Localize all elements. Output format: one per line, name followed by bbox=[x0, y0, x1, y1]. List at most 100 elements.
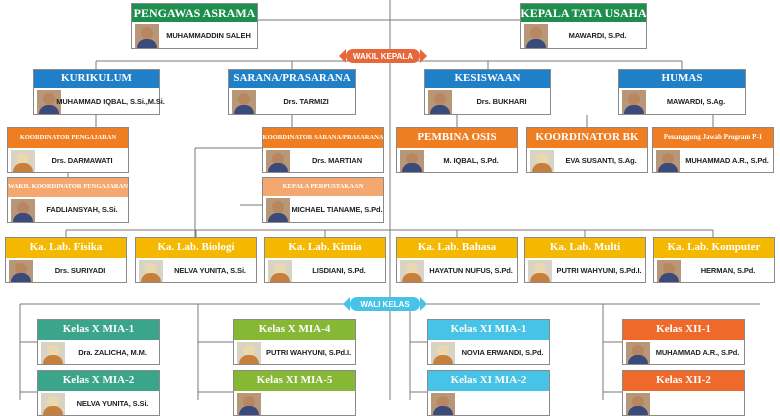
kelas-x-mia-4-name: PUTRI WAHYUNI, S.Pd.I. bbox=[266, 347, 351, 357]
kelas-xi-mia-2-photo bbox=[431, 393, 455, 415]
lab-multi-photo bbox=[528, 260, 552, 282]
sarana-prasarana-name: Drs. TARMIZI bbox=[283, 96, 329, 106]
lab-fisika-title: Ka. Lab. Fisika bbox=[6, 238, 126, 258]
humas-photo bbox=[622, 90, 646, 114]
wakil-kepala-divider: WAKIL KEPALA bbox=[339, 49, 427, 63]
kurikulum-box: KURIKULUM MUHAMMAD IQBAL, S.Si.,M.Si. bbox=[33, 69, 165, 115]
pengawas-asrama-title: PENGAWAS ASRAMA bbox=[132, 4, 257, 22]
lab-komputer-name: HERMAN, S.Pd. bbox=[700, 265, 756, 275]
kelas-xi-mia-5-name bbox=[264, 391, 353, 415]
penanggung-jawab-name: MUHAMMAD A.R., S.Pd. bbox=[685, 155, 769, 165]
lab-komputer-title: Ka. Lab. Komputer bbox=[654, 238, 774, 258]
sarana-prasarana-box: SARANA/PRASARANA Drs. TARMIZI bbox=[228, 69, 356, 115]
kepala-tata-usaha-box: KEPALA TATA USAHA MAWARDI, S.Pd. bbox=[520, 3, 647, 49]
lab-biologi-photo bbox=[139, 260, 163, 282]
kelas-x-mia-4-title: Kelas X MIA-4 bbox=[234, 320, 355, 340]
kurikulum-title: KURIKULUM bbox=[34, 70, 159, 88]
wakil-koordinator-pengajaran-name: FADLIANSYAH, S.Si. bbox=[46, 205, 118, 214]
kelas-xii-1-title: Kelas XII-1 bbox=[623, 320, 744, 340]
kelas-x-mia-2-name: NELVA YUNITA, S.Si. bbox=[76, 398, 149, 408]
lab-fisika-name: Drs. SURIYADI bbox=[54, 265, 106, 275]
pembina-osis-title: PEMBINA OSIS bbox=[397, 128, 517, 148]
lab-multi-name: PUTRI WAHYUNI, S.Pd.I. bbox=[556, 265, 642, 275]
kelas-xi-mia-5-photo bbox=[237, 393, 261, 415]
humas-name: MAWARDI, S.Ag. bbox=[666, 96, 726, 106]
humas-box: HUMAS MAWARDI, S.Ag. bbox=[618, 69, 746, 115]
pembina-osis-photo bbox=[400, 150, 424, 172]
wakil-koordinator-pengajaran-title: WAKIL KOORDINATOR PENGAJARAN bbox=[8, 178, 128, 197]
kepala-perpustakaan-title: KEPALA PERPUSTAKAAN bbox=[263, 178, 383, 196]
kelas-xii-2-photo bbox=[626, 393, 650, 415]
kesiswaan-title: KESISWAAN bbox=[425, 70, 550, 88]
kelas-xii-2-title: Kelas XII-2 bbox=[623, 371, 744, 391]
kelas-xii-1-name: MUHAMMAD A.R., S.Pd. bbox=[655, 347, 740, 357]
kelas-xi-mia-1-photo bbox=[431, 342, 455, 364]
wakil-koordinator-pengajaran-photo bbox=[11, 199, 35, 222]
lab-biologi-title: Ka. Lab. Biologi bbox=[136, 238, 256, 258]
koordinator-pengajaran-name: Drs. DARMAWATI bbox=[51, 155, 113, 165]
penanggung-jawab-photo bbox=[656, 150, 680, 172]
koordinator-bk-name: EVA SUSANTI, S.Ag. bbox=[565, 155, 637, 165]
lab-fisika-photo bbox=[9, 260, 33, 282]
lab-komputer-photo bbox=[657, 260, 681, 282]
kurikulum-photo bbox=[37, 90, 61, 114]
kelas-xii-2-name bbox=[653, 391, 742, 415]
lab-kimia-photo bbox=[268, 260, 292, 282]
humas-title: HUMAS bbox=[619, 70, 745, 88]
koordinator-sarana-title: KOORDINATOR SARANA/PRASARANA bbox=[263, 128, 383, 148]
lab-kimia-title: Ka. Lab. Kimia bbox=[265, 238, 385, 258]
lab-bahasa-name: HAYATUN NUFUS, S.Pd. bbox=[429, 265, 513, 275]
lab-biologi-name: NELVA YUNITA, S.Si. bbox=[174, 265, 246, 275]
kelas-x-mia-4-photo bbox=[237, 342, 261, 364]
kelas-x-mia-1-name: Dra. ZALICHA, M.M. bbox=[78, 347, 147, 357]
wali-kelas-divider: WALI KELAS bbox=[343, 297, 427, 311]
koordinator-sarana-box: KOORDINATOR SARANA/PRASARANA Drs. MARTIAN bbox=[262, 127, 384, 173]
lab-multi-title: Ka. Lab. Multi bbox=[525, 238, 645, 258]
kelas-xi-mia-2-box: Kelas XI MIA-2 bbox=[427, 370, 550, 416]
kepala-perpustakaan-box: KEPALA PERPUSTAKAAN MICHAEL TIANAME, S.Pd… bbox=[262, 177, 384, 223]
koordinator-bk-title: KOORDINATOR BK bbox=[527, 128, 647, 148]
kepala-perpustakaan-name: MICHAEL TIANAME, S.Pd. bbox=[291, 204, 383, 214]
wakil-koordinator-pengajaran-box: WAKIL KOORDINATOR PENGAJARAN FADLIANSYAH,… bbox=[7, 177, 129, 223]
sarana-prasarana-title: SARANA/PRASARANA bbox=[229, 70, 355, 88]
kelas-xii-1-photo bbox=[626, 342, 650, 364]
lab-bahasa-title: Ka. Lab. Bahasa bbox=[397, 238, 517, 258]
pembina-osis-box: PEMBINA OSIS M. IQBAL, S.Pd. bbox=[396, 127, 518, 173]
kelas-xii-2-box: Kelas XII-2 bbox=[622, 370, 745, 416]
kelas-xi-mia-1-title: Kelas XI MIA-1 bbox=[428, 320, 549, 340]
lab-bahasa-photo bbox=[400, 260, 424, 282]
lab-kimia-name: LISDIANI, S.Pd. bbox=[312, 265, 366, 275]
kepala-perpustakaan-photo bbox=[266, 198, 290, 222]
koordinator-sarana-name: Drs. MARTIAN bbox=[311, 155, 363, 165]
kelas-xi-mia-5-box: Kelas XI MIA-5 bbox=[233, 370, 356, 416]
koordinator-bk-photo bbox=[530, 150, 554, 172]
kepala-tata-usaha-photo bbox=[524, 24, 548, 48]
kelas-xi-mia-5-title: Kelas XI MIA-5 bbox=[234, 371, 355, 391]
kelas-xi-mia-2-title: Kelas XI MIA-2 bbox=[428, 371, 549, 391]
kesiswaan-name: Drs. BUKHARI bbox=[476, 96, 527, 106]
kesiswaan-box: KESISWAAN Drs. BUKHARI bbox=[424, 69, 551, 115]
penanggung-jawab-title: Penanggung Jawab Program P-1 bbox=[653, 128, 773, 148]
pembina-osis-name: M. IQBAL, S.Pd. bbox=[443, 155, 499, 165]
sarana-prasarana-photo bbox=[232, 90, 256, 114]
kesiswaan-photo bbox=[428, 90, 452, 114]
kelas-x-mia-2-title: Kelas X MIA-2 bbox=[38, 371, 159, 391]
kepala-tata-usaha-name: MAWARDI, S.Pd. bbox=[568, 30, 627, 40]
koordinator-bk-box: KOORDINATOR BK EVA SUSANTI, S.Ag. bbox=[526, 127, 648, 173]
kepala-tata-usaha-title: KEPALA TATA USAHA bbox=[521, 4, 646, 22]
pengawas-asrama-photo bbox=[135, 24, 159, 48]
koordinator-sarana-photo bbox=[266, 150, 290, 172]
kurikulum-name: MUHAMMAD IQBAL, S.Si.,M.Si. bbox=[56, 96, 165, 106]
